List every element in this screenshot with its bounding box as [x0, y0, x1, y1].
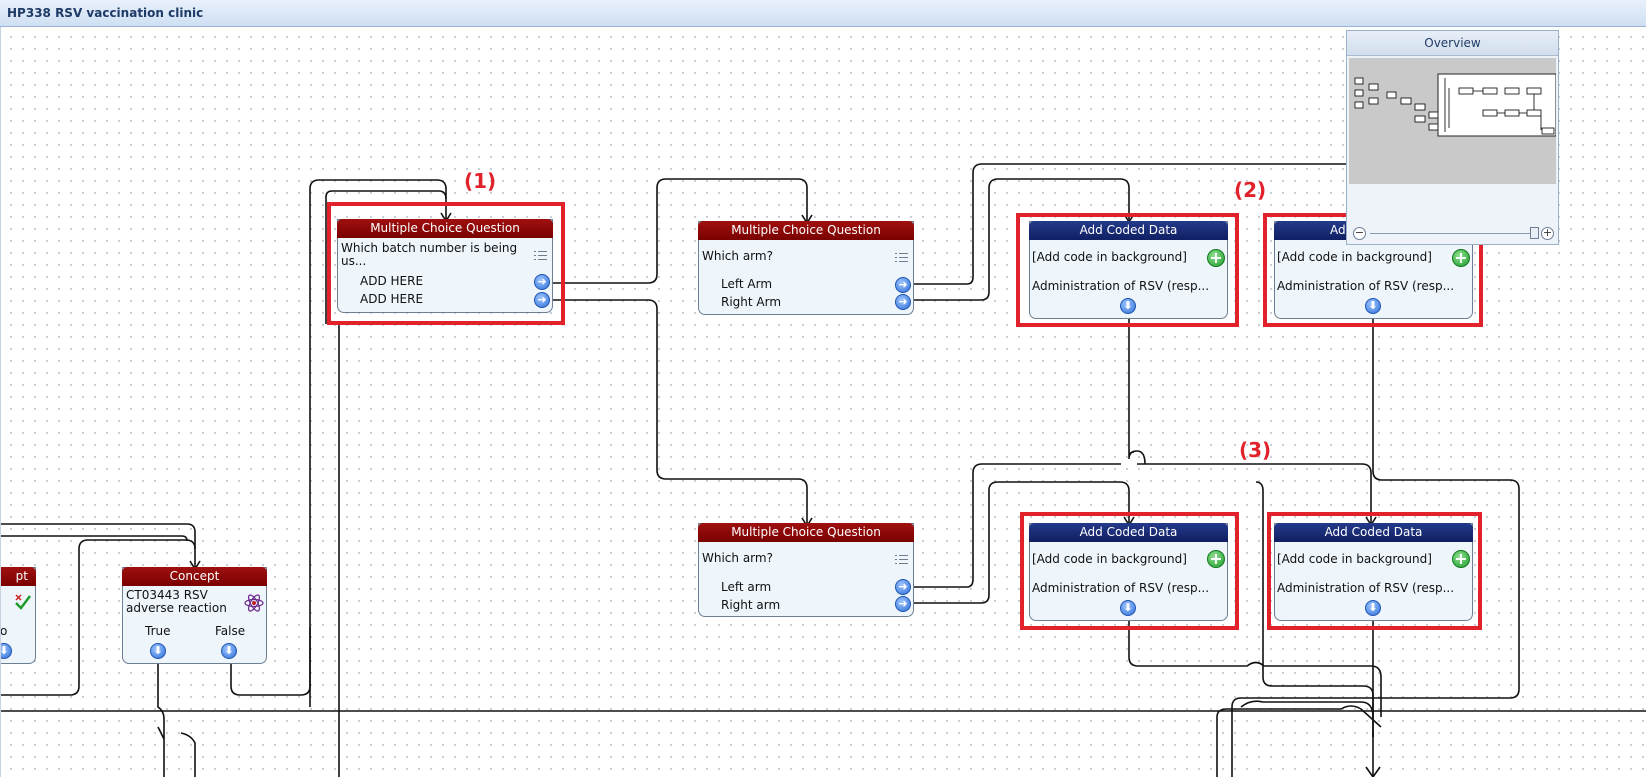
annotation-label-3: (3) — [1239, 438, 1272, 462]
overview-minimap[interactable] — [1349, 58, 1556, 184]
highlight-box-3b — [1267, 512, 1482, 630]
partial-node-left[interactable]: pt o ⬇ — [0, 567, 36, 664]
option-label-1: ADD HERE — [360, 274, 424, 288]
list-icon — [534, 248, 547, 262]
zoom-out-icon[interactable]: − — [1353, 226, 1366, 240]
mcq-node-batch-number[interactable]: Multiple Choice Question Which batch num… — [337, 219, 553, 313]
overview-diagram-thumbnail — [1354, 73, 1556, 137]
arrow-down-icon[interactable]: ⬇ — [1365, 298, 1381, 314]
zoom-in-icon[interactable]: + — [1541, 226, 1554, 240]
window-title: HP338 RSV vaccination clinic — [7, 6, 204, 20]
overview-panel[interactable]: Overview − + — [1346, 30, 1559, 245]
node-header: Multiple Choice Question — [337, 219, 553, 238]
node-header: Multiple Choice Question — [698, 523, 914, 542]
concept-text: CT03443 RSV adverse reaction — [126, 588, 227, 615]
arrow-right-icon[interactable]: ➜ — [895, 579, 911, 595]
node-header: pt — [1, 567, 36, 586]
overview-title: Overview — [1347, 31, 1558, 56]
arrow-down-icon[interactable]: ⬇ — [1120, 600, 1136, 616]
arrow-right-icon[interactable]: ➜ — [895, 294, 911, 310]
question-text: Which arm? — [702, 249, 773, 263]
code-description: Administration of RSV (resp... — [1032, 581, 1210, 595]
option-label-1: Left arm — [721, 580, 772, 594]
concept-node-adverse-reaction[interactable]: Concept CT03443 RSV adverse reaction Tru… — [122, 567, 267, 664]
arrow-down-icon[interactable]: ⬇ — [1, 643, 12, 659]
add-icon[interactable]: + — [1452, 550, 1470, 568]
mcq-node-which-arm-1[interactable]: Multiple Choice Question Which arm? Left… — [698, 221, 914, 315]
code-description: Administration of RSV (resp... — [1032, 279, 1210, 293]
annotation-label-1: (1) — [464, 169, 497, 193]
option-label-2: Right Arm — [721, 295, 782, 309]
highlight-box-1 — [327, 202, 565, 325]
add-coded-data-node-3[interactable]: Add Coded Data [Add code in background] … — [1029, 523, 1228, 621]
arrow-down-icon[interactable]: ⬇ — [1365, 600, 1381, 616]
add-icon[interactable]: + — [1207, 249, 1225, 267]
arrow-right-icon[interactable]: ➜ — [534, 274, 550, 290]
arrow-down-icon[interactable]: ⬇ — [150, 643, 166, 659]
add-coded-data-node-4[interactable]: Add Coded Data [Add code in background] … — [1274, 523, 1473, 621]
atom-icon — [244, 594, 264, 612]
annotation-label-2: (2) — [1234, 178, 1267, 202]
zoom-slider[interactable]: − + — [1353, 226, 1554, 241]
question-text: Which arm? — [702, 551, 773, 565]
highlight-box-2a — [1016, 213, 1239, 327]
arrow-right-icon[interactable]: ➜ — [534, 292, 550, 308]
node-header: Add Coded Data — [1274, 523, 1473, 542]
option-label-1: Left Arm — [721, 277, 773, 291]
arrow-right-icon[interactable]: ➜ — [895, 596, 911, 612]
code-description: Administration of RSV (resp... — [1277, 581, 1455, 595]
code-placeholder: [Add code in background] — [1277, 552, 1432, 566]
arrow-down-icon[interactable]: ⬇ — [221, 643, 237, 659]
option-label-2: Right arm — [721, 598, 781, 612]
node-header: Add Coded Data — [1029, 523, 1228, 542]
zoom-thumb[interactable] — [1530, 227, 1539, 239]
code-description: Administration of RSV (resp... — [1277, 279, 1455, 293]
check-icon — [15, 594, 31, 610]
code-placeholder: [Add code in background] — [1032, 552, 1187, 566]
list-icon — [895, 552, 908, 566]
true-label: True — [145, 624, 171, 638]
highlight-box-3a — [1020, 512, 1239, 630]
connector-lines — [1, 163, 1646, 777]
window-titlebar: HP338 RSV vaccination clinic — [0, 0, 1646, 27]
node-header: Multiple Choice Question — [698, 221, 914, 240]
arrow-down-icon[interactable]: ⬇ — [1120, 298, 1136, 314]
mcq-node-which-arm-2[interactable]: Multiple Choice Question Which arm? Left… — [698, 523, 914, 617]
workflow-canvas[interactable]: Multiple Choice Question Which batch num… — [0, 27, 1646, 777]
add-coded-data-node-1[interactable]: Add Coded Data [Add code in background] … — [1029, 221, 1228, 319]
add-icon[interactable]: + — [1207, 550, 1225, 568]
list-icon — [895, 250, 908, 264]
false-label: False — [215, 624, 246, 638]
add-icon[interactable]: + — [1452, 249, 1470, 267]
arrow-right-icon[interactable]: ➜ — [895, 277, 911, 293]
partial-label: o — [0, 624, 8, 638]
node-header: Concept — [122, 567, 267, 586]
node-header: Add Coded Data — [1029, 221, 1228, 240]
zoom-track[interactable] — [1370, 233, 1536, 234]
question-text: Which batch number is being us... — [341, 241, 518, 268]
option-label-2: ADD HERE — [360, 292, 424, 306]
code-placeholder: [Add code in background] — [1277, 250, 1432, 264]
code-placeholder: [Add code in background] — [1032, 250, 1187, 264]
